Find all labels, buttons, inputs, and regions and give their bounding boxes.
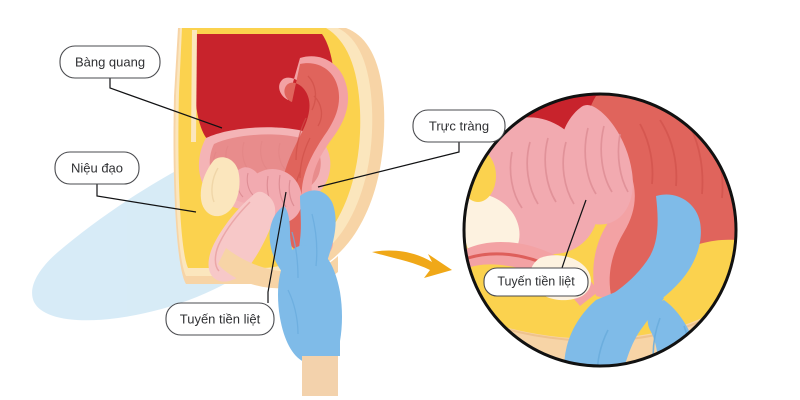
leader-urethra — [96, 184, 197, 213]
label-bladder[interactable]: Bàng quang — [59, 45, 161, 79]
leader-prostate-inset — [561, 199, 587, 269]
inset-lobe-striations — [509, 125, 629, 209]
label-prostate-main-box[interactable] — [165, 302, 275, 336]
label-prostate-main[interactable]: Tuyến tiền liệt — [165, 302, 275, 336]
examining-gloved-hand — [269, 190, 342, 396]
inset-border-circle — [462, 92, 738, 368]
pubic-bone-cream — [200, 157, 240, 217]
inset-glove-finger-2 — [564, 282, 664, 365]
glove-palm — [278, 245, 342, 362]
arrow-body — [372, 250, 452, 278]
glove-creases — [287, 213, 318, 335]
inset-cream-wedge — [465, 193, 520, 254]
leader-bladder — [109, 78, 223, 129]
label-prostate-inset[interactable]: Tuyến tiền liệt — [483, 267, 589, 297]
label-prostate-inset-text: Tuyến tiền liệt — [497, 274, 575, 288]
wrist-skin — [302, 352, 338, 396]
label-urethra-text: Niệu đạo — [71, 160, 123, 175]
inset-right-lobe — [558, 105, 633, 225]
main-sagittal-illustration — [32, 28, 385, 396]
label-urethra[interactable]: Niệu đạo — [54, 151, 140, 185]
urethra-canal — [214, 201, 251, 272]
label-prostate-inset-box[interactable] — [483, 267, 589, 297]
label-rectum[interactable]: Trực tràng — [412, 109, 506, 143]
leader-prostate-main — [267, 191, 287, 303]
label-bladder-text: Bàng quang — [75, 54, 145, 69]
label-rectum-box[interactable] — [412, 109, 506, 143]
label-prostate-main-text: Tuyến tiền liệt — [180, 311, 261, 326]
zoom-indicator-arrow — [372, 250, 452, 278]
leader-rectum — [317, 142, 460, 188]
leader-lines — [96, 78, 587, 303]
label-bladder-box[interactable] — [59, 45, 161, 79]
label-urethra-box[interactable] — [54, 151, 140, 185]
anterior-wall-stripe-2 — [191, 30, 197, 142]
label-rectum-text: Trực tràng — [429, 118, 489, 133]
inset-rectum-folds — [639, 119, 724, 199]
glove-cuff — [300, 340, 340, 356]
pubic-bone-edge — [211, 167, 219, 203]
